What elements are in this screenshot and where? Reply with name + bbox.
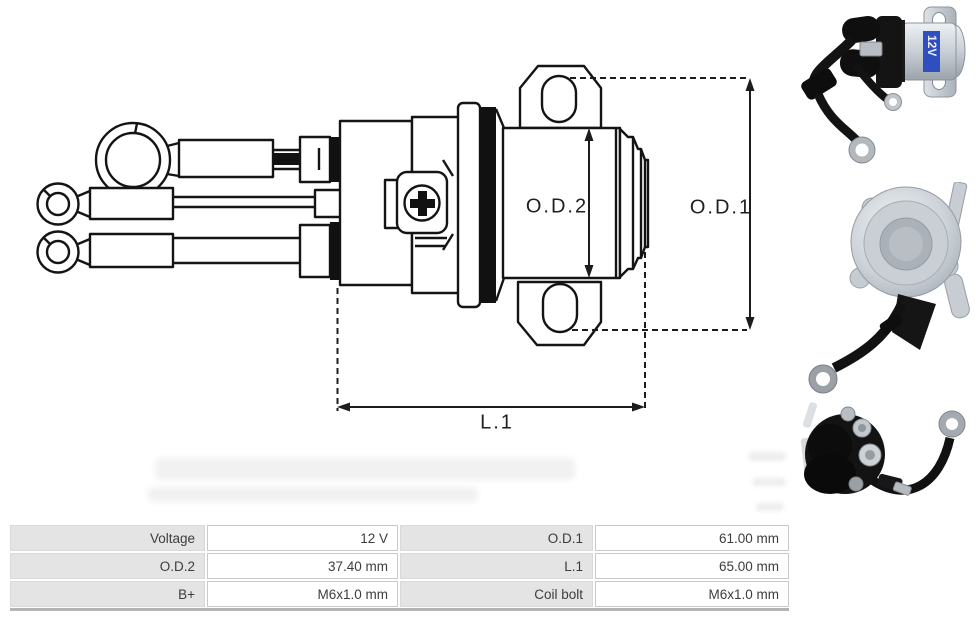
end-cap xyxy=(849,186,962,298)
technical-drawing: O.D.2 O.D.1 L.1 xyxy=(36,64,755,433)
phillips-screw-terminal xyxy=(383,170,449,235)
spec-value-voltage: 12 V xyxy=(207,525,398,551)
mounting-ear-bottom xyxy=(516,280,603,347)
spec-label-l1: L.1 xyxy=(400,553,593,579)
watermark xyxy=(752,478,786,486)
spec-table: Voltage 12 V O.D.1 61.00 mm O.D.2 37.40 … xyxy=(10,525,789,611)
terminal-boots xyxy=(839,16,902,88)
spec-label-od2: O.D.2 xyxy=(10,553,205,579)
spec-label-voltage: Voltage xyxy=(10,525,205,551)
spec-label-b-plus: B+ xyxy=(10,581,205,607)
lead-bottom xyxy=(173,222,340,280)
wires xyxy=(801,36,890,146)
wire-ring-terminal xyxy=(938,410,966,438)
spec-label-coil-bolt: Coil bolt xyxy=(400,581,593,607)
small-ring-terminal-2 xyxy=(36,230,91,274)
spec-label-od1: O.D.1 xyxy=(400,525,593,551)
dim-label-l1: L.1 xyxy=(480,411,514,433)
spec-value-od1: 61.00 mm xyxy=(595,525,789,551)
dim-label-od2: O.D.2 xyxy=(526,195,588,217)
dimension-od1 xyxy=(570,77,755,331)
product-photo-terminal-view xyxy=(800,402,966,496)
wires xyxy=(831,294,936,373)
watermark xyxy=(748,452,786,461)
voltage-badge: 12V xyxy=(923,31,940,72)
spec-value-l1: 65.00 mm xyxy=(595,553,789,579)
watermark xyxy=(756,503,784,511)
wire-lug-bottom xyxy=(88,232,175,269)
product-photo-end-view xyxy=(808,182,970,394)
product-photo-side-view: 12V xyxy=(801,6,966,164)
lead-middle xyxy=(173,188,343,219)
black-terminal-assembly xyxy=(804,406,885,494)
voltage-badge-text: 12V xyxy=(925,35,939,56)
wire-ring-terminals xyxy=(848,93,902,164)
wire-ring-terminal xyxy=(808,364,838,394)
spec-value-coil-bolt: M6x1.0 mm xyxy=(595,581,789,607)
dim-label-od1: O.D.1 xyxy=(690,196,752,218)
dimension-od2 xyxy=(584,128,594,278)
lead-top xyxy=(273,135,340,184)
small-ring-terminal-1 xyxy=(36,182,91,226)
large-ring-terminal xyxy=(94,121,180,199)
wire-lug-middle xyxy=(88,186,175,221)
watermark xyxy=(155,458,575,480)
wire-lug-top xyxy=(177,138,275,179)
mounting-flange xyxy=(456,101,506,309)
solenoid-cylinder xyxy=(501,126,650,280)
watermark xyxy=(148,487,478,502)
spec-value-b-plus: M6x1.0 mm xyxy=(207,581,398,607)
wire-lead xyxy=(869,436,955,496)
spec-value-od2: 37.40 mm xyxy=(207,553,398,579)
dimension-l1 xyxy=(336,252,646,412)
mounting-ear-top xyxy=(518,64,603,130)
